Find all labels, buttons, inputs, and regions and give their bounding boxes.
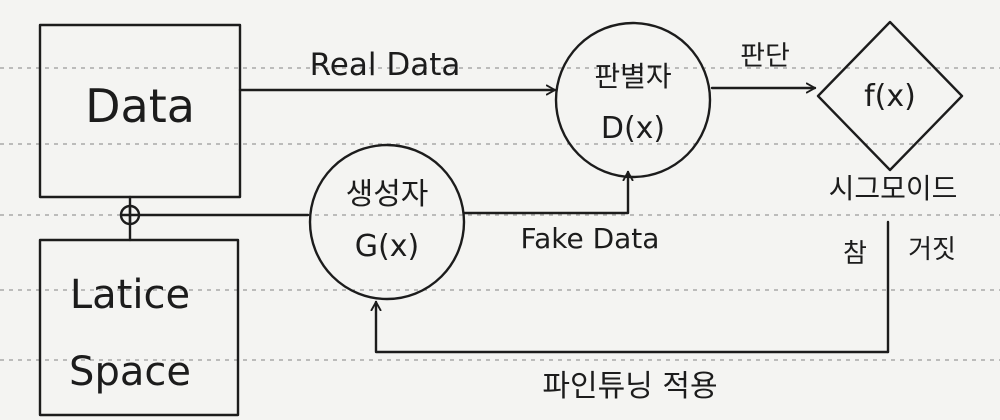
feedback-arrow: 파인튜닝 적용 bbox=[370, 300, 890, 404]
discriminator-label-line2: D(x) bbox=[601, 111, 665, 146]
generator-node: 생성자 G(x) bbox=[308, 143, 466, 301]
real-data-label: Real Data bbox=[310, 47, 461, 83]
latent-space-box: Latice Space bbox=[38, 238, 240, 417]
fake-data-arrow: Fake Data bbox=[462, 170, 660, 255]
judgement-label: 판단 bbox=[740, 41, 790, 72]
function-label: f(x) bbox=[864, 79, 916, 114]
latent-label-line2: Space bbox=[69, 349, 191, 395]
activation-label: 시그모이드 bbox=[829, 172, 958, 205]
generator-label-line1: 생성자 bbox=[346, 177, 429, 212]
fake-data-label: Fake Data bbox=[521, 222, 660, 255]
data-label: Data bbox=[85, 79, 195, 133]
feedback-label: 파인튜닝 적용 bbox=[542, 369, 717, 404]
true-label: 참 bbox=[843, 239, 867, 269]
real-data-arrow: Real Data bbox=[238, 47, 557, 96]
false-label: 거짓 bbox=[908, 235, 956, 265]
discriminator-label-line1: 판별자 bbox=[594, 60, 671, 93]
latent-label-line1: Latice bbox=[70, 272, 190, 318]
combine-connector bbox=[119, 195, 310, 242]
data-box: Data bbox=[38, 23, 242, 199]
judgement-arrow: 판단 bbox=[710, 41, 817, 94]
decision-branch: 참 거짓 bbox=[843, 220, 956, 354]
function-diamond: f(x) bbox=[816, 20, 964, 172]
generator-label-line2: G(x) bbox=[355, 229, 419, 264]
discriminator-node: 판별자 D(x) bbox=[554, 21, 712, 179]
